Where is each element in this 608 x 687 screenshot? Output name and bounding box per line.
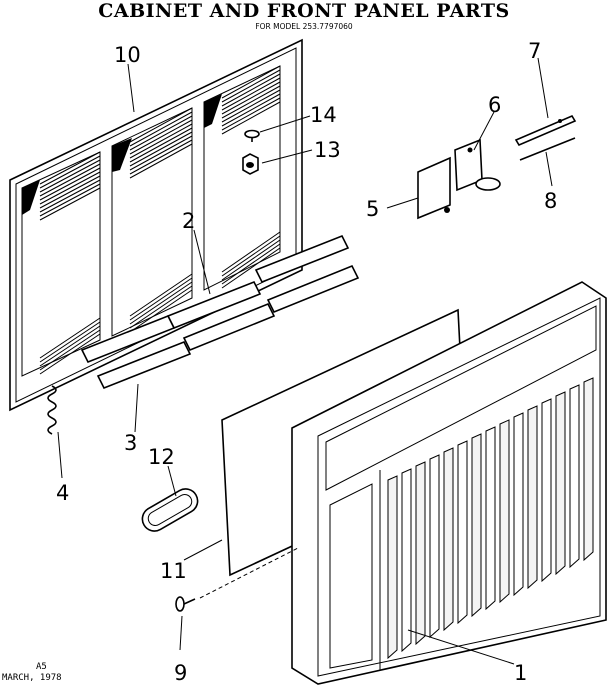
louvre-slat (129, 285, 193, 329)
grille-openings (21, 65, 281, 377)
cabinet-slat (485, 426, 496, 611)
callout-9: 9 (174, 661, 187, 685)
strip-part-8 (519, 137, 576, 161)
cabinet-slat (387, 475, 398, 660)
louvre-slat (39, 333, 101, 375)
louvre-slat (221, 85, 281, 119)
louvre-slat (221, 231, 281, 273)
cabinet-slat (541, 398, 552, 583)
diagram-subtitle: FOR MODEL 253.7797060 (255, 22, 353, 31)
cabinet-slat (513, 412, 524, 597)
louvre-slat (39, 171, 101, 205)
callout-10: 10 (114, 43, 141, 67)
spring-part-4 (47, 385, 57, 435)
louvre-slat (221, 247, 281, 289)
cabinet-slat (555, 391, 566, 576)
louvre-slat (39, 179, 101, 213)
louvre-slat (129, 273, 193, 317)
rod-part-7 (514, 114, 577, 147)
louvre-slat (129, 277, 193, 321)
louvre-slat (129, 115, 193, 151)
louvre-slat (129, 131, 193, 167)
callout-5: 5 (366, 197, 379, 221)
louvre-slat (221, 89, 281, 123)
louvre-slat (129, 123, 193, 159)
cabinet-slat (583, 377, 594, 562)
louvre-slat (39, 159, 101, 193)
louvre-slat (39, 163, 101, 197)
louvre-slat (221, 243, 281, 285)
louvre-slat (129, 281, 193, 325)
filter-clips-part-2 (80, 234, 360, 390)
callout-6: 6 (488, 93, 501, 117)
cabinet-slat (471, 433, 482, 618)
cabinet-slat (415, 461, 426, 646)
cabinet-front-part-1 (291, 281, 607, 685)
louvre-slat (221, 81, 281, 115)
louvre-slat (129, 143, 193, 179)
bracket-part-6 (417, 138, 501, 220)
front-grille-frame (9, 38, 303, 412)
louvre-slat (221, 93, 281, 127)
louvre-slat (221, 77, 281, 111)
louvre-slat (221, 97, 281, 131)
louvre-slat (129, 127, 193, 163)
louvre-slat (39, 175, 101, 209)
footer-code: A5 (36, 662, 47, 672)
louvre-slat (39, 167, 101, 201)
louvre-slat (221, 239, 281, 281)
callout-4: 4 (56, 481, 69, 505)
louvre-slat (221, 101, 281, 135)
louvre-slat (221, 69, 281, 103)
gasket-part-12 (141, 488, 199, 532)
louvre-slat (221, 73, 281, 107)
cabinet-slat (527, 405, 538, 590)
louvre-slat (221, 235, 281, 277)
louvre-slat (221, 65, 281, 99)
callout-2: 2 (182, 209, 195, 233)
louvre-slat (39, 151, 101, 185)
louvre-slat (39, 317, 101, 359)
cabinet-slat (499, 419, 510, 604)
cabinet-slat (443, 447, 454, 632)
screw-part-14 (244, 129, 260, 142)
footer-date: MARCH, 1978 (2, 673, 62, 683)
louvre-slat (39, 329, 101, 371)
cabinet-slat (569, 384, 580, 569)
callout-7: 7 (528, 39, 541, 63)
louvre-slat (129, 119, 193, 155)
callout-14: 14 (310, 103, 337, 127)
louvre-slat (129, 289, 193, 333)
louvre-slat (39, 187, 101, 221)
cabinet-slat (401, 468, 412, 653)
leader-lines (57, 57, 553, 665)
louvre-slat (129, 139, 193, 175)
diagram-title: CABINET AND FRONT PANEL PARTS (98, 0, 510, 22)
louvre-slat (39, 325, 101, 367)
louvre-slat (129, 107, 193, 143)
callout-12: 12 (148, 445, 175, 469)
louvre-slat (39, 155, 101, 189)
cabinet-slat (457, 440, 468, 625)
louvre-slat (39, 183, 101, 217)
cabinet-slat (429, 454, 440, 639)
screw-part-9 (175, 596, 196, 612)
louvre-slat (39, 321, 101, 363)
nut-part-13 (242, 153, 259, 175)
callout-8: 8 (544, 189, 557, 213)
callout-11: 11 (160, 559, 187, 583)
callout-3: 3 (124, 431, 137, 455)
callout-labels: 10 14 13 7 6 5 8 2 3 4 12 11 9 1 (56, 39, 557, 685)
louvre-slat (129, 135, 193, 171)
callout-1: 1 (514, 661, 527, 685)
callout-13: 13 (314, 138, 341, 162)
louvre-slat (129, 111, 193, 147)
